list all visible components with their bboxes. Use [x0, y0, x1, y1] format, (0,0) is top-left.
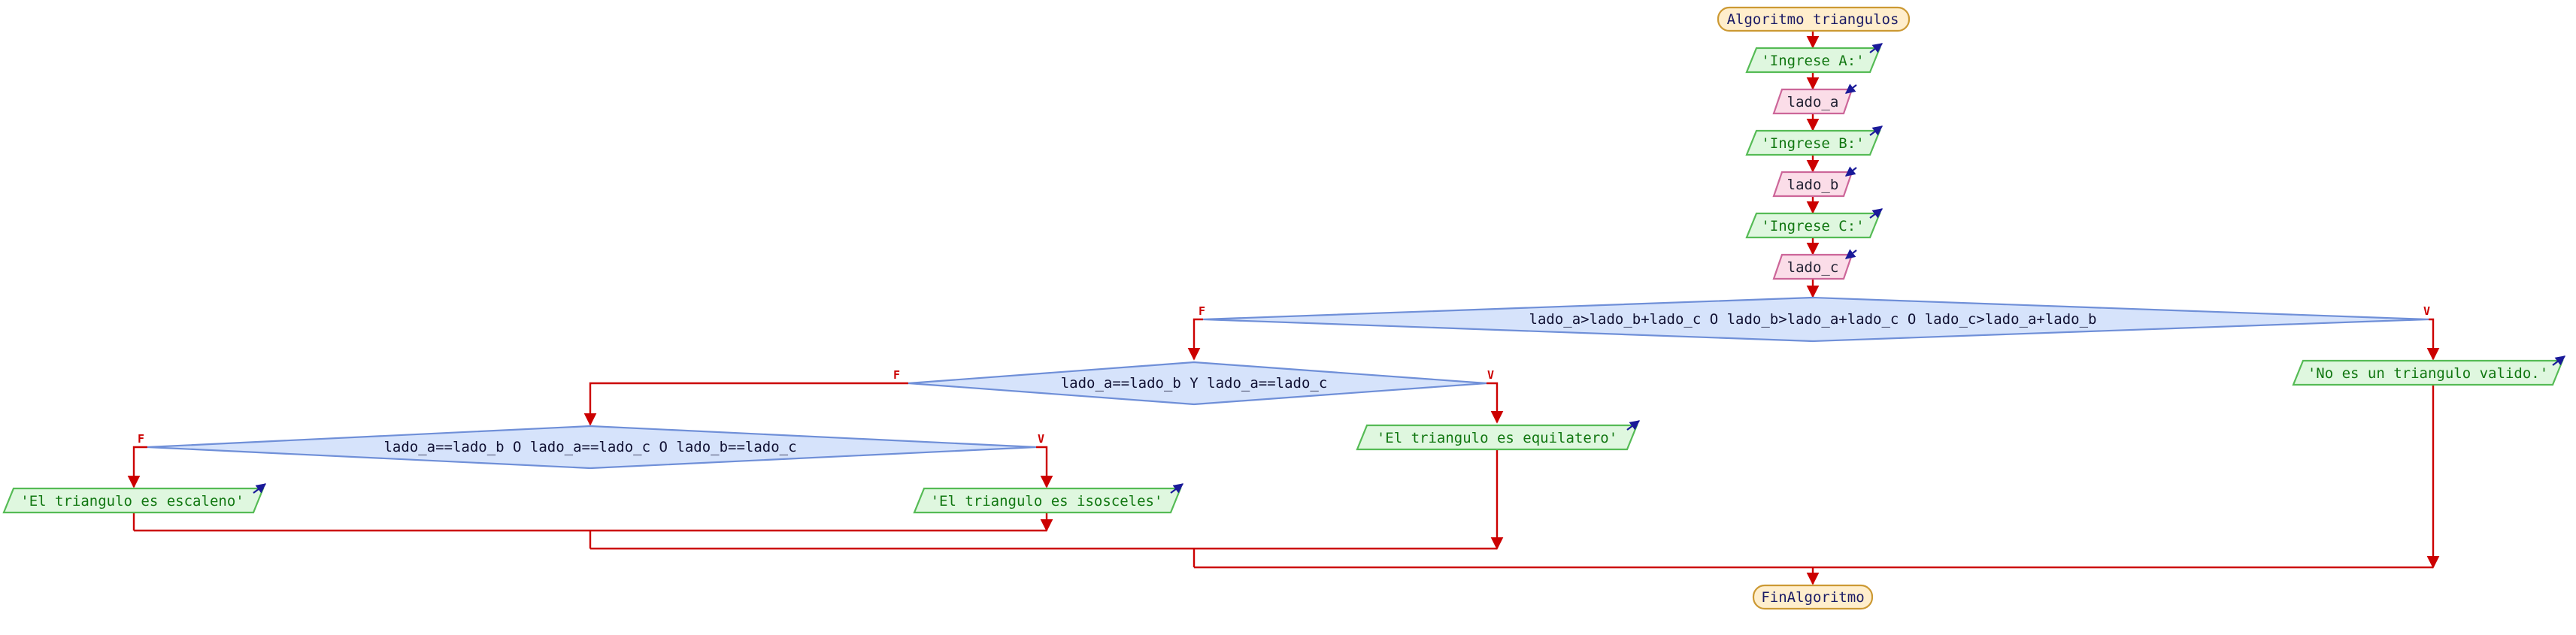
decision-equilatero[interactable]: lado_a==lado_b Y lado_a==lado_c: [908, 361, 1487, 406]
cond-isosceles-label: lado_a==lado_b O lado_a==lado_c O lado_b…: [383, 439, 796, 455]
input-read-c[interactable]: lado_c: [1772, 249, 1857, 280]
output-arrow-icon: [1869, 43, 1884, 53]
prompt-b-label: 'Ingrese B:': [1761, 135, 1864, 152]
edge-isosceles-true: [1036, 446, 1053, 488]
output-equilatero[interactable]: 'El triangulo es equilatero': [1356, 420, 1641, 451]
output-prompt-b[interactable]: 'Ingrese B:': [1745, 125, 1884, 156]
end-label: FinAlgoritmo: [1761, 589, 1864, 606]
label-valid-false: F: [1199, 304, 1205, 318]
equilatero-label: 'El triangulo es equilatero': [1377, 430, 1617, 446]
label-valid-true: V: [2423, 304, 2430, 318]
prompt-a-label: 'Ingrese A:': [1761, 53, 1864, 69]
edge-equilatero-false: [583, 382, 908, 426]
output-arrow-icon: [1170, 483, 1184, 494]
end-terminal[interactable]: FinAlgoritmo: [1752, 584, 1874, 610]
read-b-label: lado_b: [1787, 177, 1839, 193]
label-equilatero-false: F: [893, 368, 900, 382]
output-arrow-icon: [1626, 420, 1641, 431]
prompt-c-label: 'Ingrese C:': [1761, 218, 1864, 234]
edge-valid-false: [1187, 318, 1203, 361]
output-arrow-icon: [253, 483, 267, 494]
label-isosceles-false: F: [138, 432, 144, 446]
input-read-b[interactable]: lado_b: [1772, 166, 1857, 198]
label-isosceles-true: V: [1038, 432, 1044, 446]
isosceles-label: 'El triangulo es isosceles': [931, 493, 1163, 510]
output-arrow-icon: [1869, 208, 1884, 219]
invalid-label: 'No es un triangulo valido.': [2308, 365, 2548, 382]
output-isosceles[interactable]: 'El triangulo es isosceles': [913, 483, 1184, 514]
output-arrow-icon: [2552, 355, 2566, 366]
edge-equilatero-true: [1487, 382, 1504, 424]
output-escaleno[interactable]: 'El triangulo es escaleno': [2, 483, 267, 514]
read-a-label: lado_a: [1787, 94, 1839, 110]
cond-valid-label: lado_a>lado_b+lado_c O lado_b>lado_a+lad…: [1529, 311, 2097, 328]
output-invalid[interactable]: 'No es un triangulo valido.': [2292, 355, 2566, 386]
output-prompt-c[interactable]: 'Ingrese C:': [1745, 208, 1884, 239]
edge-valid-true: [2426, 318, 2440, 361]
start-label: Algoritmo triangulos: [1727, 11, 1899, 28]
input-arrow-icon: [1844, 249, 1857, 259]
read-c-label: lado_c: [1787, 259, 1839, 276]
decision-isosceles[interactable]: lado_a==lado_b O lado_a==lado_c O lado_b…: [147, 425, 1037, 470]
decision-valid-triangle[interactable]: lado_a>lado_b+lado_c O lado_b>lado_a+lad…: [1202, 296, 2429, 343]
connector-lines: [127, 31, 2440, 585]
label-equilatero-true: V: [1487, 368, 1494, 382]
input-arrow-icon: [1844, 83, 1857, 94]
output-arrow-icon: [1869, 125, 1884, 136]
escaleno-label: 'El triangulo es escaleno': [20, 493, 244, 510]
edge-isosceles-false: [127, 446, 147, 488]
cond-equilatero-label: lado_a==lado_b Y lado_a==lado_c: [1061, 375, 1328, 392]
output-prompt-a[interactable]: 'Ingrese A:': [1745, 43, 1884, 74]
input-arrow-icon: [1844, 166, 1857, 177]
start-terminal[interactable]: Algoritmo triangulos: [1717, 6, 1911, 32]
input-read-a[interactable]: lado_a: [1772, 83, 1857, 115]
